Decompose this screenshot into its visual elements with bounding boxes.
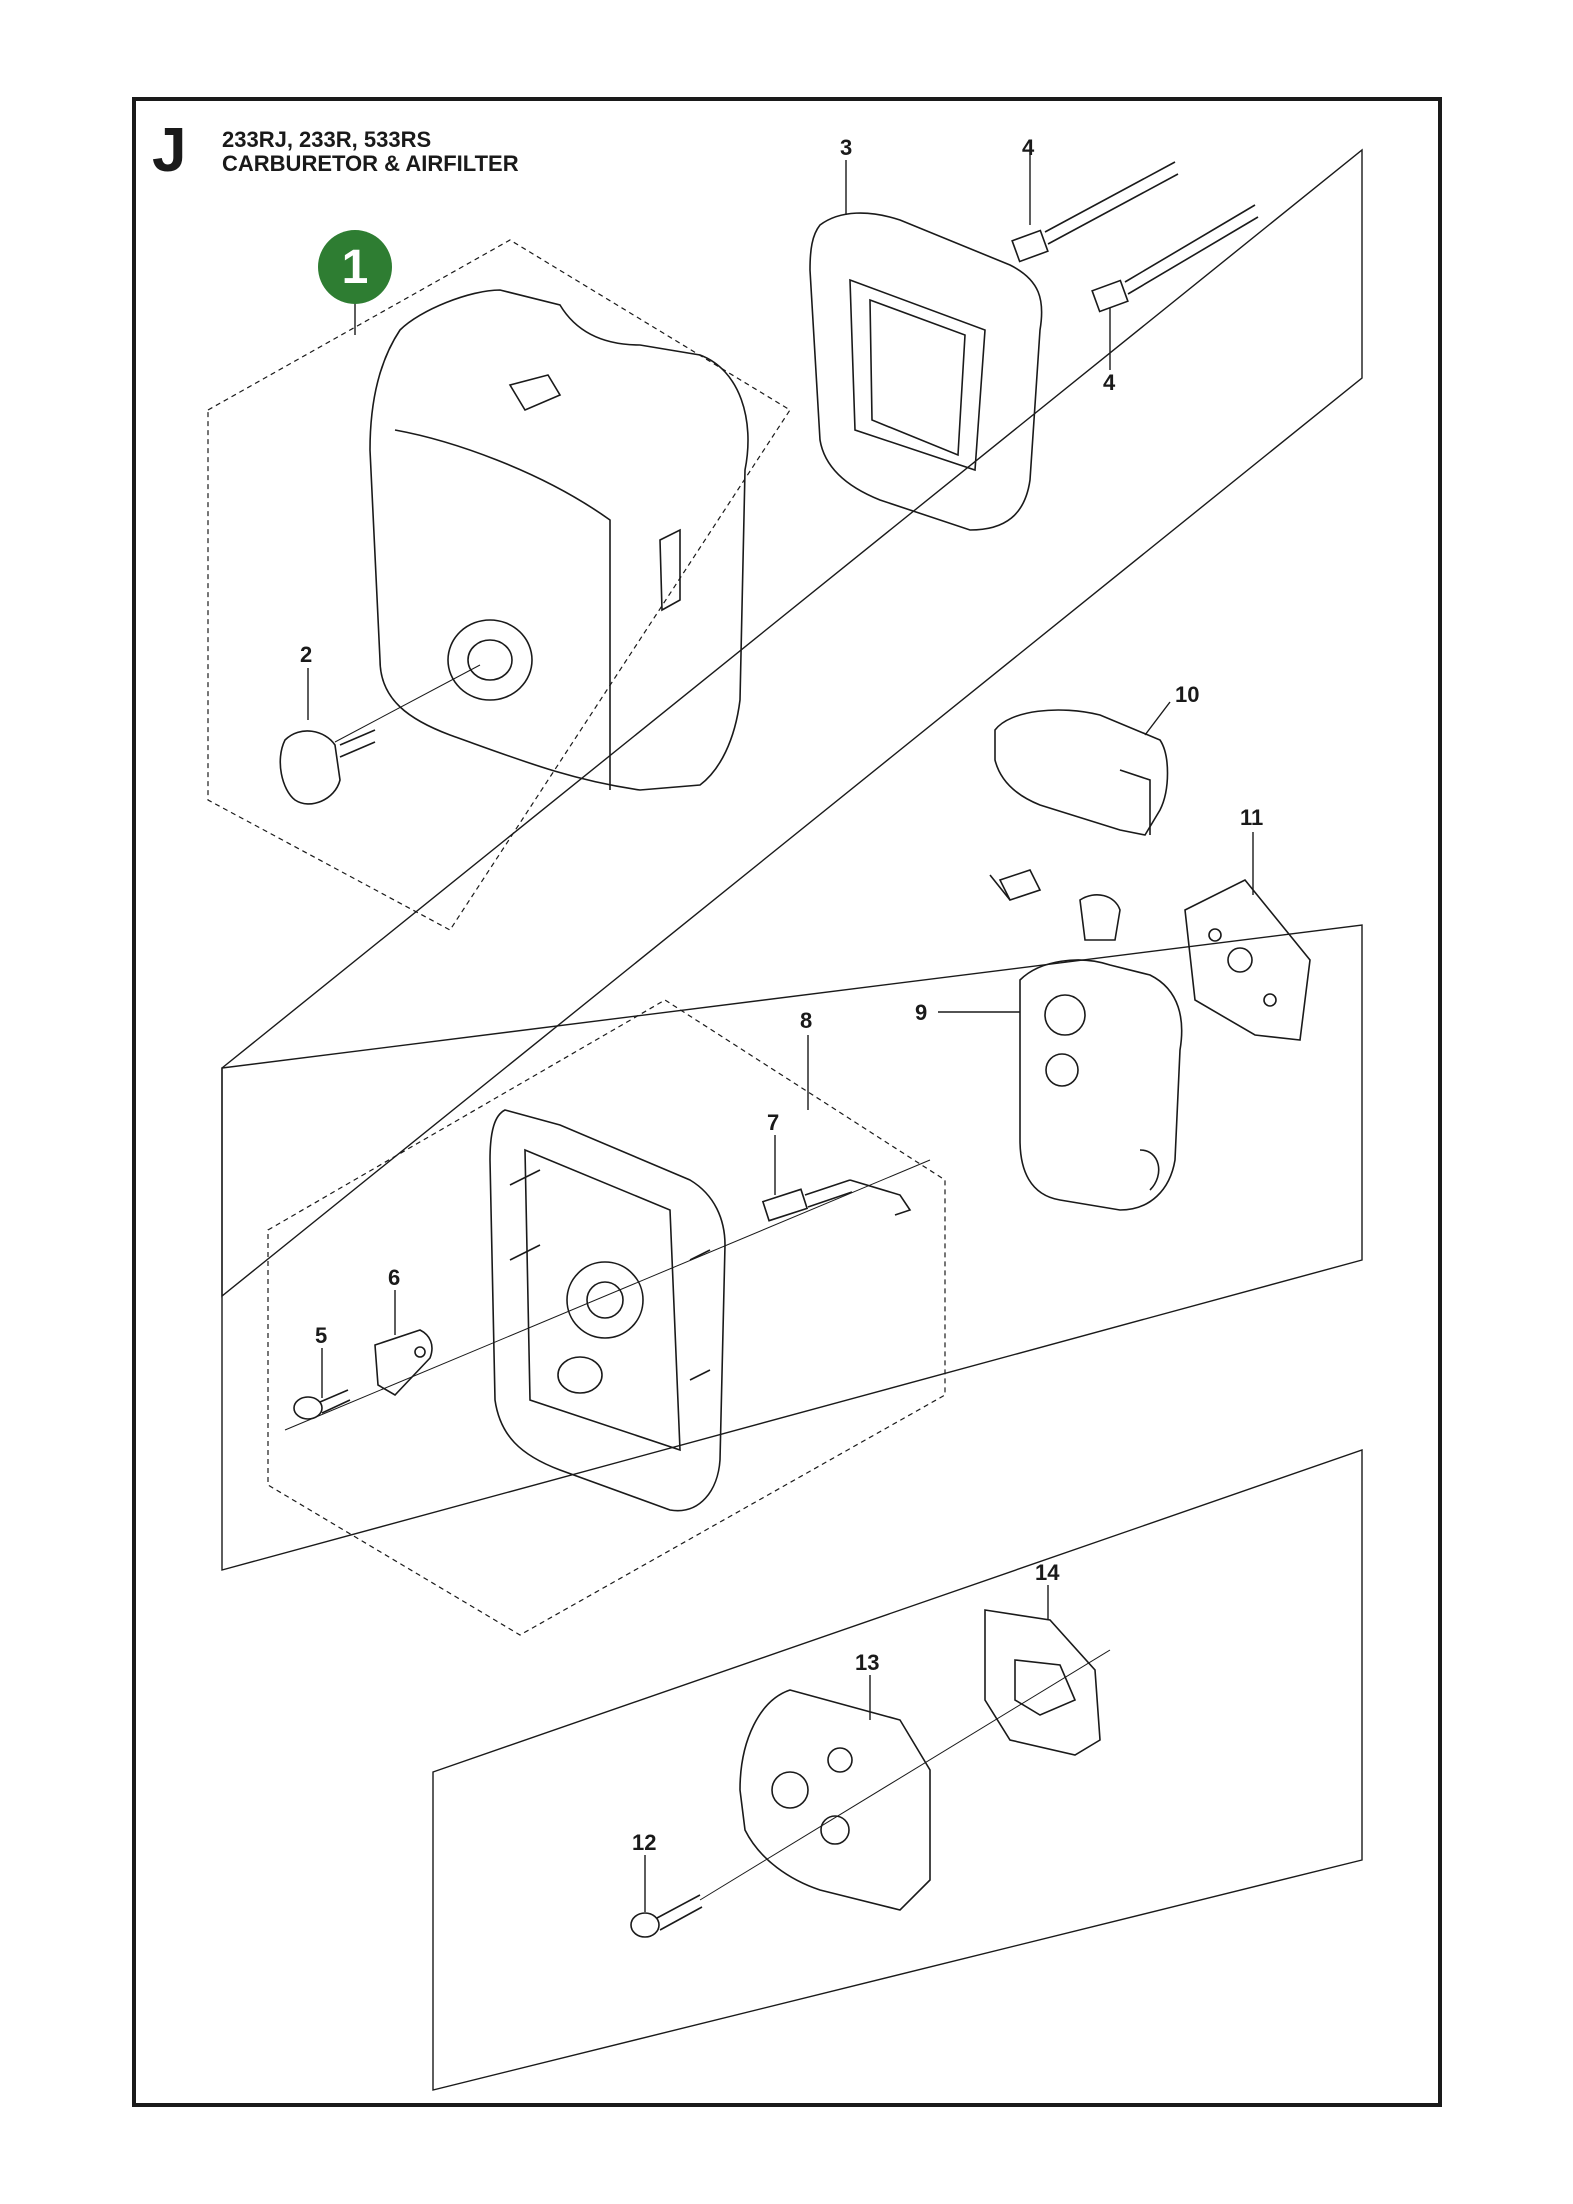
callout-14: 14 <box>1035 1560 1060 1585</box>
cap-drawing <box>994 709 1169 836</box>
middle-panel-outline <box>221 924 1363 1571</box>
callout-10: 10 <box>1175 682 1199 707</box>
callout-9: 9 <box>915 1000 927 1025</box>
callout-3: 3 <box>840 135 852 160</box>
callout-2: 2 <box>300 642 312 667</box>
diagram-frame <box>132 97 1442 2107</box>
leader-lines <box>307 155 1254 1912</box>
diagram-title: CARBURETOR & AIRFILTER <box>222 151 519 176</box>
upper-panel-outline <box>221 148 1363 1298</box>
airfilter-cover-drawing <box>369 289 749 791</box>
callout-4-bottom: 4 <box>1103 370 1116 395</box>
plate-and-screw-drawing <box>284 1159 931 1431</box>
callout-6: 6 <box>388 1265 400 1290</box>
callout-4-top: 4 <box>1022 135 1035 160</box>
knob-drawing <box>279 664 481 805</box>
kit-1-badge: 1 <box>318 230 392 304</box>
model-list: 233RJ, 233R, 533RS <box>222 127 432 152</box>
callout-labels: 3 4 4 2 10 11 8 9 7 6 5 14 13 12 <box>300 135 1263 1855</box>
callout-11: 11 <box>1240 805 1263 830</box>
carburetor-drawing <box>989 869 1183 1211</box>
gasket-part-14-drawing <box>984 1609 1101 1756</box>
callout-7: 7 <box>767 1110 779 1135</box>
lower-panel-outline <box>432 1449 1363 2091</box>
screw-part-12-drawing <box>630 1649 1111 1938</box>
fuel-connector-drawing <box>761 1179 912 1222</box>
callout-5: 5 <box>315 1323 327 1348</box>
callout-12: 12 <box>632 1830 656 1855</box>
kit-1-dashed-outline <box>207 239 791 931</box>
adapter-drawing <box>739 1689 931 1911</box>
callout-8: 8 <box>800 1008 812 1033</box>
foam-filter-drawing <box>809 212 1043 531</box>
callout-13: 13 <box>855 1650 879 1675</box>
filter-base-drawing <box>489 1109 726 1512</box>
gasket-part-11-drawing <box>1184 878 1311 1041</box>
screws-part-4-drawing <box>1011 161 1259 313</box>
section-letter: J <box>152 116 187 185</box>
